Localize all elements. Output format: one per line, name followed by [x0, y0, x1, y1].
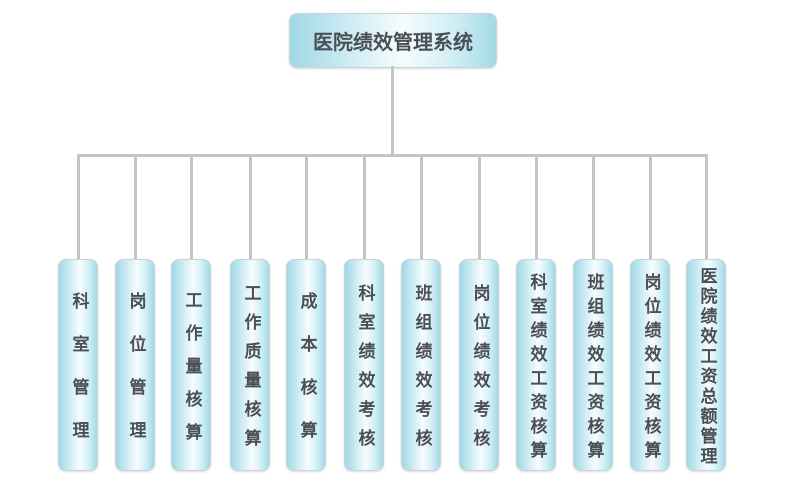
child-node: 医院绩效工资总额管理	[686, 259, 726, 471]
child-connector	[535, 155, 538, 259]
child-node: 岗位绩效考核	[459, 259, 499, 471]
root-node: 医院绩效管理系统	[289, 13, 497, 68]
child-connector	[705, 155, 708, 259]
child-node: 工作量核算	[171, 259, 211, 471]
child-node: 科室绩效考核	[344, 259, 384, 471]
horizontal-connector	[77, 154, 708, 157]
child-label: 工作质量核算	[240, 284, 261, 458]
child-node: 岗位绩效工资核算	[630, 259, 670, 471]
child-label: 班组绩效工资核算	[583, 272, 604, 465]
child-node: 科室管理	[58, 259, 98, 471]
child-connector	[305, 155, 308, 259]
child-label: 班组绩效考核	[411, 284, 432, 458]
child-connector	[134, 155, 137, 259]
child-label: 科室绩效工资核算	[526, 272, 547, 465]
child-label: 科室绩效考核	[354, 284, 375, 458]
child-node: 工作质量核算	[230, 259, 270, 471]
root-connector	[391, 66, 394, 156]
child-label: 成本核算	[296, 292, 317, 464]
child-connector	[478, 155, 481, 259]
child-label: 医院绩效工资总额管理	[696, 266, 717, 467]
child-connector	[363, 155, 366, 259]
child-label: 岗位绩效工资核算	[640, 272, 661, 465]
child-connector	[592, 155, 595, 259]
root-title: 医院绩效管理系统	[313, 30, 473, 54]
child-connector	[420, 155, 423, 259]
child-connector	[190, 155, 193, 259]
child-connector	[649, 155, 652, 259]
child-connector	[249, 155, 252, 259]
child-node: 岗位管理	[115, 259, 155, 471]
child-node: 科室绩效工资核算	[516, 259, 556, 471]
child-node: 班组绩效考核	[401, 259, 441, 471]
child-label: 科室管理	[68, 292, 89, 464]
child-node: 班组绩效工资核算	[573, 259, 613, 471]
child-label: 岗位绩效考核	[469, 284, 490, 458]
child-label: 岗位管理	[125, 292, 146, 464]
child-node: 成本核算	[286, 259, 326, 471]
child-label: 工作量核算	[181, 290, 202, 456]
child-connector	[77, 155, 80, 259]
